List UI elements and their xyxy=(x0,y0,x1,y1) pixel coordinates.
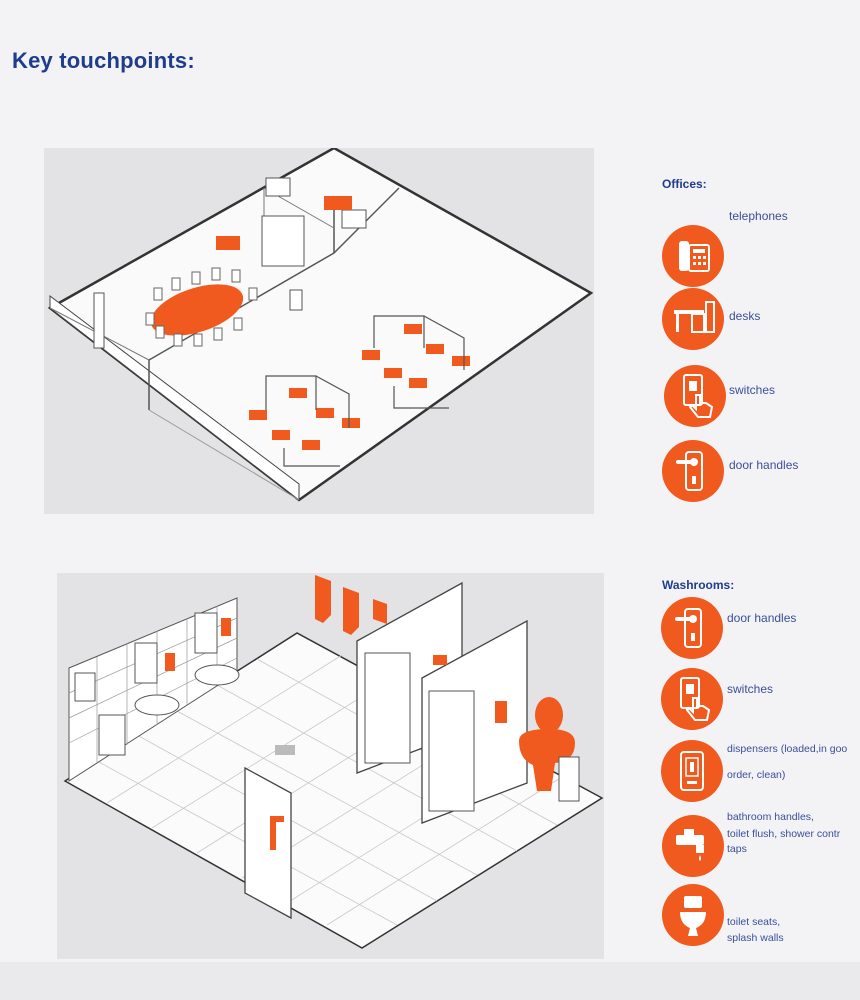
door-handle-icon xyxy=(662,440,724,502)
washrooms-item-label-4b: toilet flush, shower contr xyxy=(727,828,841,840)
offices-item-label-2: desks xyxy=(729,309,761,323)
offices-item-label-4: door handles xyxy=(729,458,799,472)
washrooms-item-label-1: door handles xyxy=(727,611,797,625)
washrooms-item-label-4c: taps xyxy=(727,843,747,855)
tap-icon xyxy=(662,815,724,877)
washrooms-section-title: Washrooms: xyxy=(662,578,735,592)
footer-band xyxy=(0,962,860,1000)
washrooms-item-label-5b: splash walls xyxy=(727,932,784,944)
desk-icon xyxy=(662,288,724,350)
switch-icon xyxy=(661,668,723,730)
washrooms-item-label-4: bathroom handles, xyxy=(727,811,814,823)
washrooms-item-label-5: toilet seats, xyxy=(727,916,781,928)
page-title: Key touchpoints: xyxy=(12,48,195,73)
offices-item-label-1: telephones xyxy=(729,209,788,223)
washrooms-item-label-3: dispensers (loaded,in goo xyxy=(727,743,848,755)
dispenser-icon xyxy=(661,740,723,802)
telephone-icon xyxy=(662,225,724,287)
washroom-floorplan-illustration xyxy=(57,573,604,959)
switch-icon xyxy=(664,365,726,427)
offices-item-label-3: switches xyxy=(729,383,776,397)
washrooms-item-label-2: switches xyxy=(727,682,774,696)
door-handle-icon xyxy=(661,597,723,659)
office-floorplan-illustration xyxy=(44,148,594,514)
offices-section-title: Offices: xyxy=(662,177,707,191)
washrooms-item-label-3b: order, clean) xyxy=(727,769,786,781)
toilet-icon xyxy=(662,884,724,946)
